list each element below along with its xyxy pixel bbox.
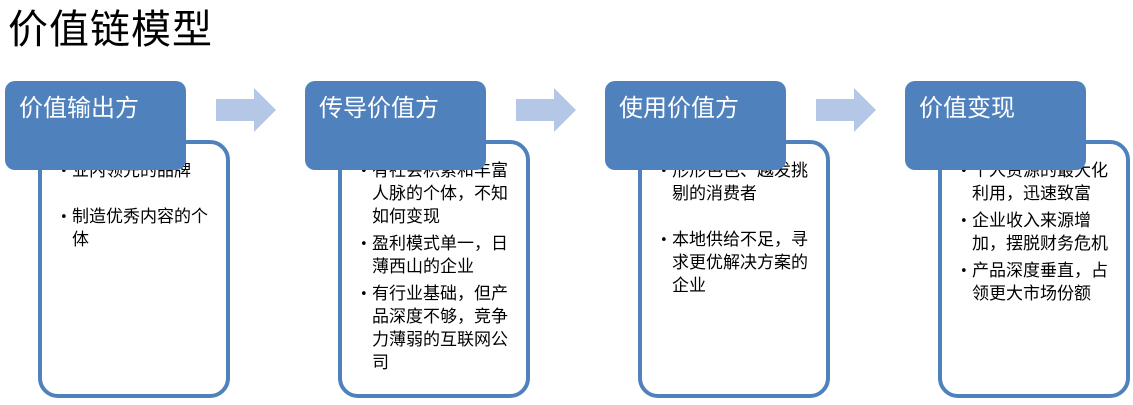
stage-2-item-list: •有社会积累和丰富人脉的个体，不知如何变现 •盈利模式单一，日薄西山的企业 •有… <box>360 160 518 375</box>
bullet-icon: • <box>60 164 68 179</box>
bullet-icon: • <box>960 164 968 179</box>
bullet-icon: • <box>960 264 968 279</box>
stage-2-header-label: 传导价值方 <box>319 94 439 122</box>
stage-3-header-label: 使用价值方 <box>619 94 739 122</box>
stage-4-details: •个人资源的最大化利用，迅速致富 •企业收入来源增加，摆脱财务危机 •产品深度垂… <box>938 140 1130 398</box>
stage-1-header-label: 价值输出方 <box>19 94 139 122</box>
stage-1-header: 价值输出方 <box>5 81 186 170</box>
bullet-icon: • <box>660 164 668 179</box>
page-title: 价值链模型 <box>8 7 213 53</box>
arrow-right-icon <box>516 88 576 132</box>
list-item: •企业收入来源增加，摆脱财务危机 <box>960 211 1108 254</box>
stage-3-details: •形形色色、越发挑剔的消费者 •本地供给不足，寻求更优解决方案的企业 <box>638 140 830 398</box>
arrow-right-icon <box>816 88 876 132</box>
stage-3-item-list: •形形色色、越发挑剔的消费者 •本地供给不足，寻求更优解决方案的企业 <box>660 160 818 298</box>
stage-1-details: •业内领先的品牌 •制造优秀内容的个体 <box>38 140 230 398</box>
list-item: •制造优秀内容的个体 <box>60 207 208 250</box>
stage-2-header: 传导价值方 <box>305 81 486 170</box>
bullet-icon: • <box>360 287 368 302</box>
stage-4-header: 价值变现 <box>905 81 1086 170</box>
list-item: •产品深度垂直，占领更大市场份额 <box>960 261 1108 304</box>
list-item: •本地供给不足，寻求更优解决方案的企业 <box>660 230 808 296</box>
bullet-icon: • <box>60 210 68 225</box>
bullet-icon: • <box>360 164 368 179</box>
bullet-icon: • <box>960 214 968 229</box>
stage-1-item-list: •业内领先的品牌 •制造优秀内容的个体 <box>60 160 216 252</box>
list-item: •有行业基础，但产品深度不够，竞争力薄弱的互联网公司 <box>360 284 508 373</box>
stage-2-details: •有社会积累和丰富人脉的个体，不知如何变现 •盈利模式单一，日薄西山的企业 •有… <box>338 140 530 398</box>
stage-3-header: 使用价值方 <box>605 81 786 170</box>
list-item: •盈利模式单一，日薄西山的企业 <box>360 234 508 277</box>
stage-4-header-label: 价值变现 <box>919 94 1015 122</box>
bullet-icon: • <box>660 233 668 248</box>
list-item: •有社会积累和丰富人脉的个体，不知如何变现 <box>360 161 508 227</box>
arrow-right-icon <box>216 88 276 132</box>
stage-4-item-list: •个人资源的最大化利用，迅速致富 •企业收入来源增加，摆脱财务危机 •产品深度垂… <box>960 160 1118 306</box>
bullet-icon: • <box>360 237 368 252</box>
